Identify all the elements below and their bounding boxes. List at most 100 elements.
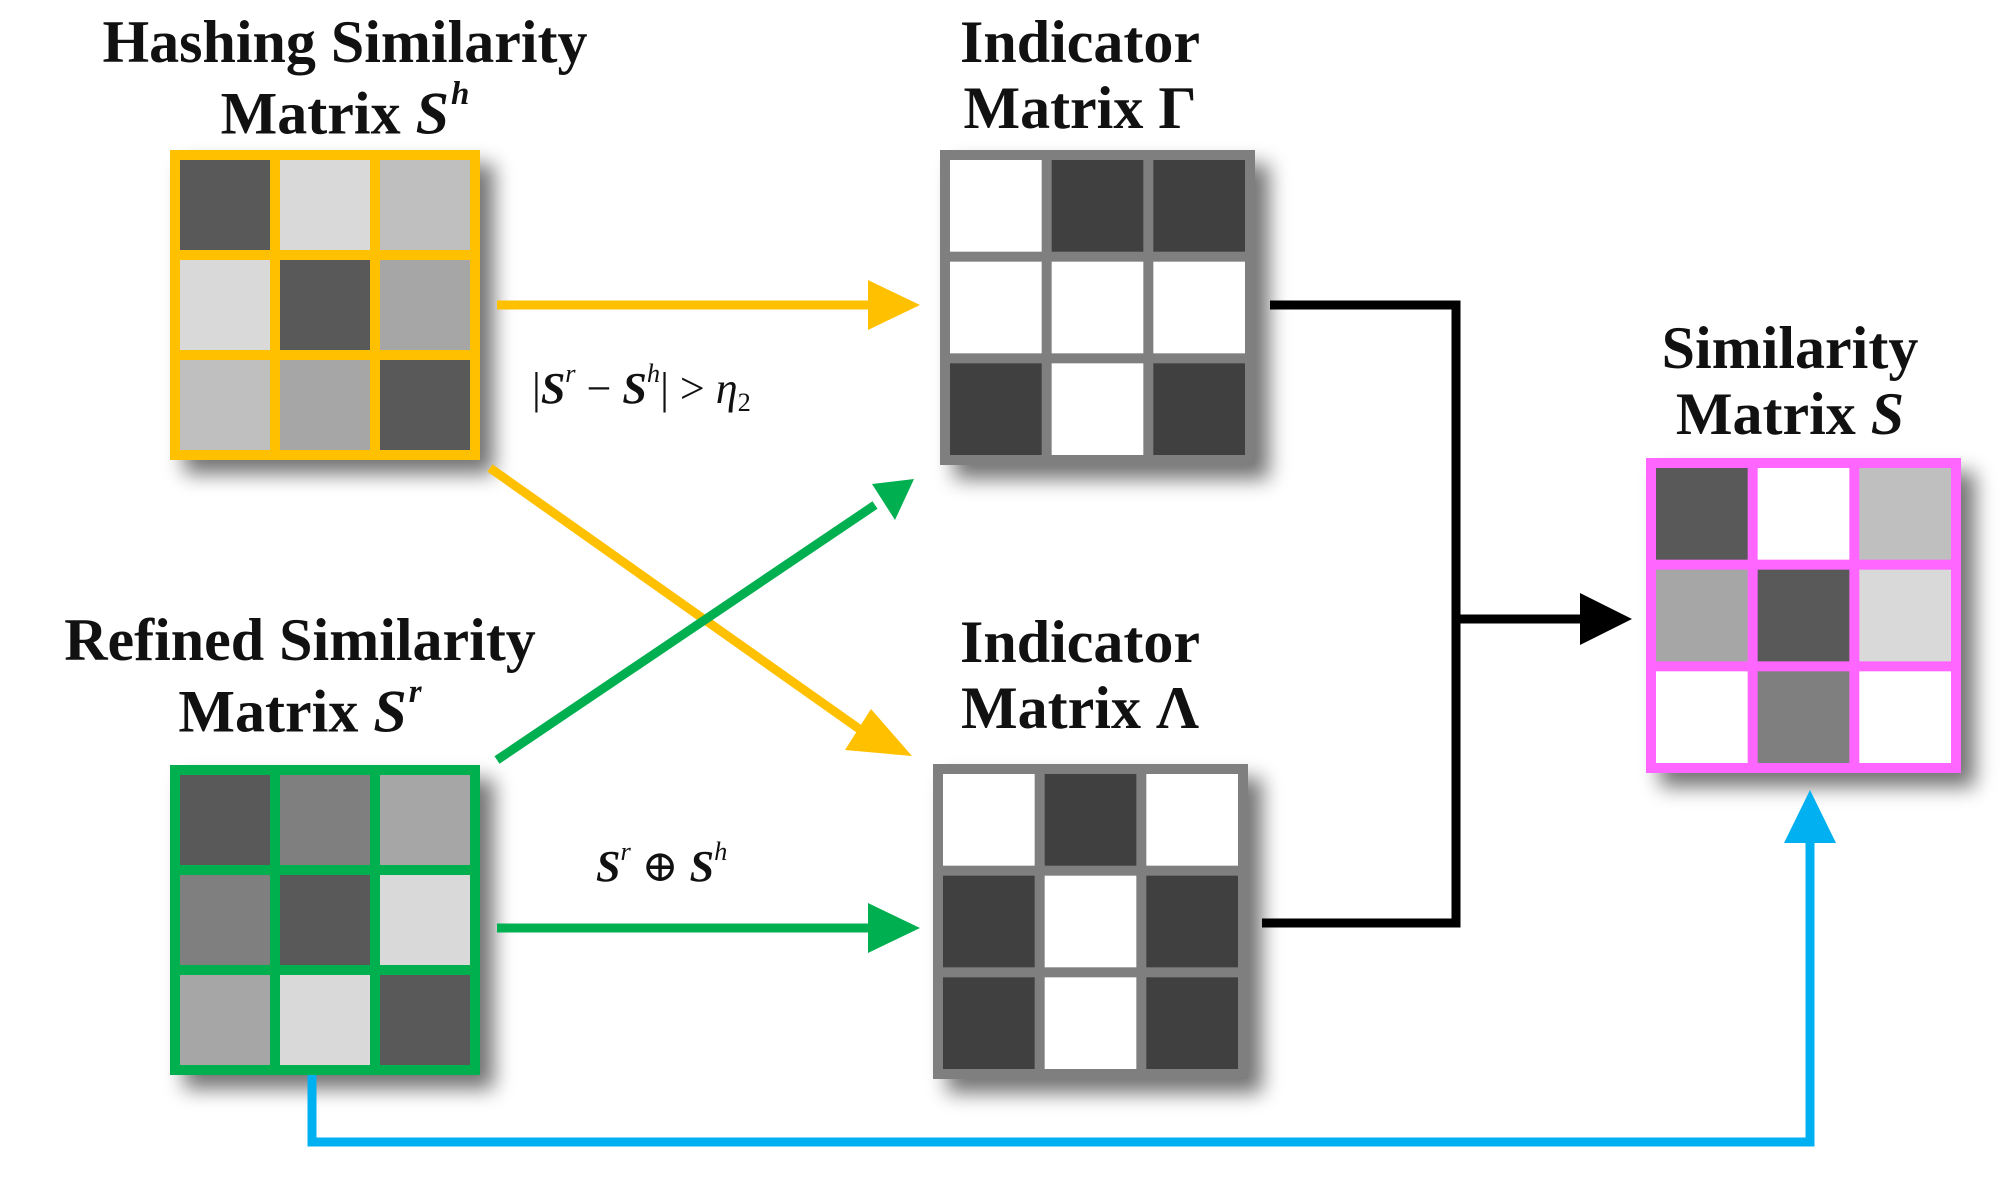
arrow-refined-to-similarity — [307, 835, 1815, 1147]
hashing-similarity-matrix — [170, 150, 480, 460]
refined-matrix-cell-1-2 — [380, 875, 470, 965]
gamma-matrix-cell-1-1 — [1051, 261, 1144, 354]
similarity-matrix-cell-2-1 — [1757, 671, 1850, 763]
arrowhead-refined-to-gamma — [872, 479, 914, 520]
label-lambda-line1: Indicator — [960, 609, 1200, 675]
gamma-matrix-cell-1-0 — [950, 261, 1042, 354]
lambda-matrix-cell-2-2 — [1146, 977, 1238, 1069]
hashing-matrix-cell-2-2 — [380, 360, 470, 450]
formula-threshold-bar-open: | — [532, 364, 541, 414]
lambda-matrix-cell-0-2 — [1146, 774, 1238, 866]
label-hashing-sup: h — [450, 76, 470, 112]
formula-threshold-s2-sup: h — [646, 358, 661, 388]
refined-matrix-cell-0-1 — [280, 775, 370, 865]
label-hashing-line1: Hashing Similarity — [102, 9, 588, 75]
label-indicator-lambda: Indicator Matrix Λ — [880, 612, 1280, 738]
arrow-hashing-to-lambda — [487, 464, 868, 737]
hashing-matrix-cell-1-1 — [280, 260, 370, 350]
label-gamma-line1: Indicator — [960, 9, 1200, 75]
label-gamma-line2: Matrix — [963, 75, 1144, 141]
gamma-matrix-cell-0-2 — [1153, 160, 1245, 252]
hashing-matrix-cell-1-2 — [380, 260, 470, 350]
arrowhead-combine-to-similarity — [1580, 593, 1632, 645]
formula-threshold-gt: > — [668, 364, 716, 414]
gamma-matrix-cell-1-2 — [1153, 261, 1245, 354]
similarity-matrix-cell-1-2 — [1859, 569, 1951, 662]
lambda-matrix-cell-2-1 — [1044, 977, 1137, 1069]
label-hashing-symbol: S — [415, 80, 449, 147]
formula-threshold-s1-sup: r — [565, 358, 576, 388]
label-refined-sup: r — [408, 674, 422, 710]
label-similarity-symbol: S — [1870, 381, 1905, 447]
similarity-matrix-cell-1-1 — [1757, 569, 1850, 662]
label-lambda-symbol: Λ — [1155, 675, 1199, 741]
lambda-matrix-cell-1-1 — [1044, 875, 1137, 968]
similarity-matrix-cell-2-0 — [1656, 671, 1748, 763]
arrowhead-refined-to-lambda — [868, 903, 920, 953]
gamma-matrix-cell-2-2 — [1153, 363, 1245, 455]
similarity-matrix-cell-1-0 — [1656, 569, 1748, 662]
gamma-matrix-cell-2-1 — [1051, 363, 1144, 455]
similarity-matrix-cell-0-2 — [1859, 468, 1951, 560]
refined-matrix-cell-1-1 — [280, 875, 370, 965]
hashing-matrix-cell-0-0 — [180, 160, 270, 250]
formula-xor-s2-sup: h — [714, 836, 728, 866]
gamma-matrix-cell-0-1 — [1051, 160, 1144, 252]
formula-threshold-eta-sub: 2 — [737, 387, 751, 418]
lambda-matrix-cell-1-0 — [943, 875, 1035, 968]
formula-xor-s1: S — [596, 842, 621, 892]
hashing-matrix-cell-1-0 — [180, 260, 270, 350]
similarity-matrix-cell-0-0 — [1656, 468, 1748, 560]
formula-threshold: |Sr − Sh| > η2 — [532, 358, 751, 418]
similarity-matrix-cell-2-2 — [1859, 671, 1951, 763]
indicator-matrix-gamma — [940, 150, 1255, 465]
refined-matrix-cell-1-0 — [180, 875, 270, 965]
label-refined-line2: Matrix — [178, 678, 359, 745]
refined-similarity-matrix — [170, 765, 480, 1075]
label-hashing-similarity: Hashing Similarity Matrix Sh — [40, 12, 650, 144]
arrowhead-refined-to-similarity — [1784, 790, 1836, 843]
lambda-matrix-cell-0-0 — [943, 774, 1035, 866]
formula-xor: Sr ⊕ Sh — [596, 836, 727, 892]
formula-threshold-minus: − — [575, 364, 623, 414]
indicator-matrix-lambda — [933, 764, 1248, 1079]
refined-matrix-cell-2-0 — [180, 975, 270, 1065]
arrows — [307, 280, 1836, 1147]
arrow-refined-to-gamma — [494, 501, 878, 764]
label-gamma-symbol: Γ — [1158, 75, 1197, 141]
formula-xor-op: ⊕ — [630, 842, 690, 892]
lambda-matrix-cell-1-2 — [1146, 875, 1238, 968]
arrowhead-hashing-to-lambda — [845, 709, 912, 756]
label-indicator-gamma: Indicator Matrix Γ — [880, 12, 1280, 138]
refined-matrix-cell-2-2 — [380, 975, 470, 1065]
refined-matrix-cell-0-0 — [180, 775, 270, 865]
label-refined-line1: Refined Similarity — [64, 607, 536, 673]
hashing-matrix-cell-0-2 — [380, 160, 470, 250]
similarity-matrix-cell-0-1 — [1757, 468, 1850, 560]
refined-matrix-cell-0-2 — [380, 775, 470, 865]
label-similarity-line2: Matrix — [1675, 381, 1856, 447]
label-similarity-line1: Similarity — [1661, 315, 1919, 381]
similarity-matrix — [1646, 458, 1961, 773]
arrow-indicators-to-similarity — [1262, 300, 1461, 928]
label-lambda-line2: Matrix — [961, 675, 1141, 741]
refined-matrix-cell-2-1 — [280, 975, 370, 1065]
lambda-matrix-cell-2-0 — [943, 977, 1035, 1069]
label-hashing-line2: Matrix — [220, 80, 401, 147]
formula-xor-s1-sup: r — [620, 836, 631, 866]
formula-xor-s2: S — [689, 842, 715, 892]
hashing-matrix-cell-2-0 — [180, 360, 270, 450]
lambda-matrix-cell-0-1 — [1044, 774, 1137, 866]
hashing-matrix-cell-0-1 — [280, 160, 370, 250]
formula-threshold-eta: η — [715, 364, 738, 414]
gamma-matrix-cell-0-0 — [950, 160, 1042, 252]
arrowhead-hashing-to-gamma — [868, 280, 920, 330]
hashing-matrix-cell-2-1 — [280, 360, 370, 450]
formula-threshold-s1: S — [540, 364, 566, 414]
formula-threshold-s2: S — [622, 364, 647, 414]
label-refined-symbol: S — [373, 678, 407, 745]
formula-threshold-bar-close: | — [660, 364, 669, 414]
label-refined-similarity: Refined Similarity Matrix Sr — [0, 610, 600, 742]
label-similarity: Similarity Matrix S — [1600, 318, 1980, 444]
